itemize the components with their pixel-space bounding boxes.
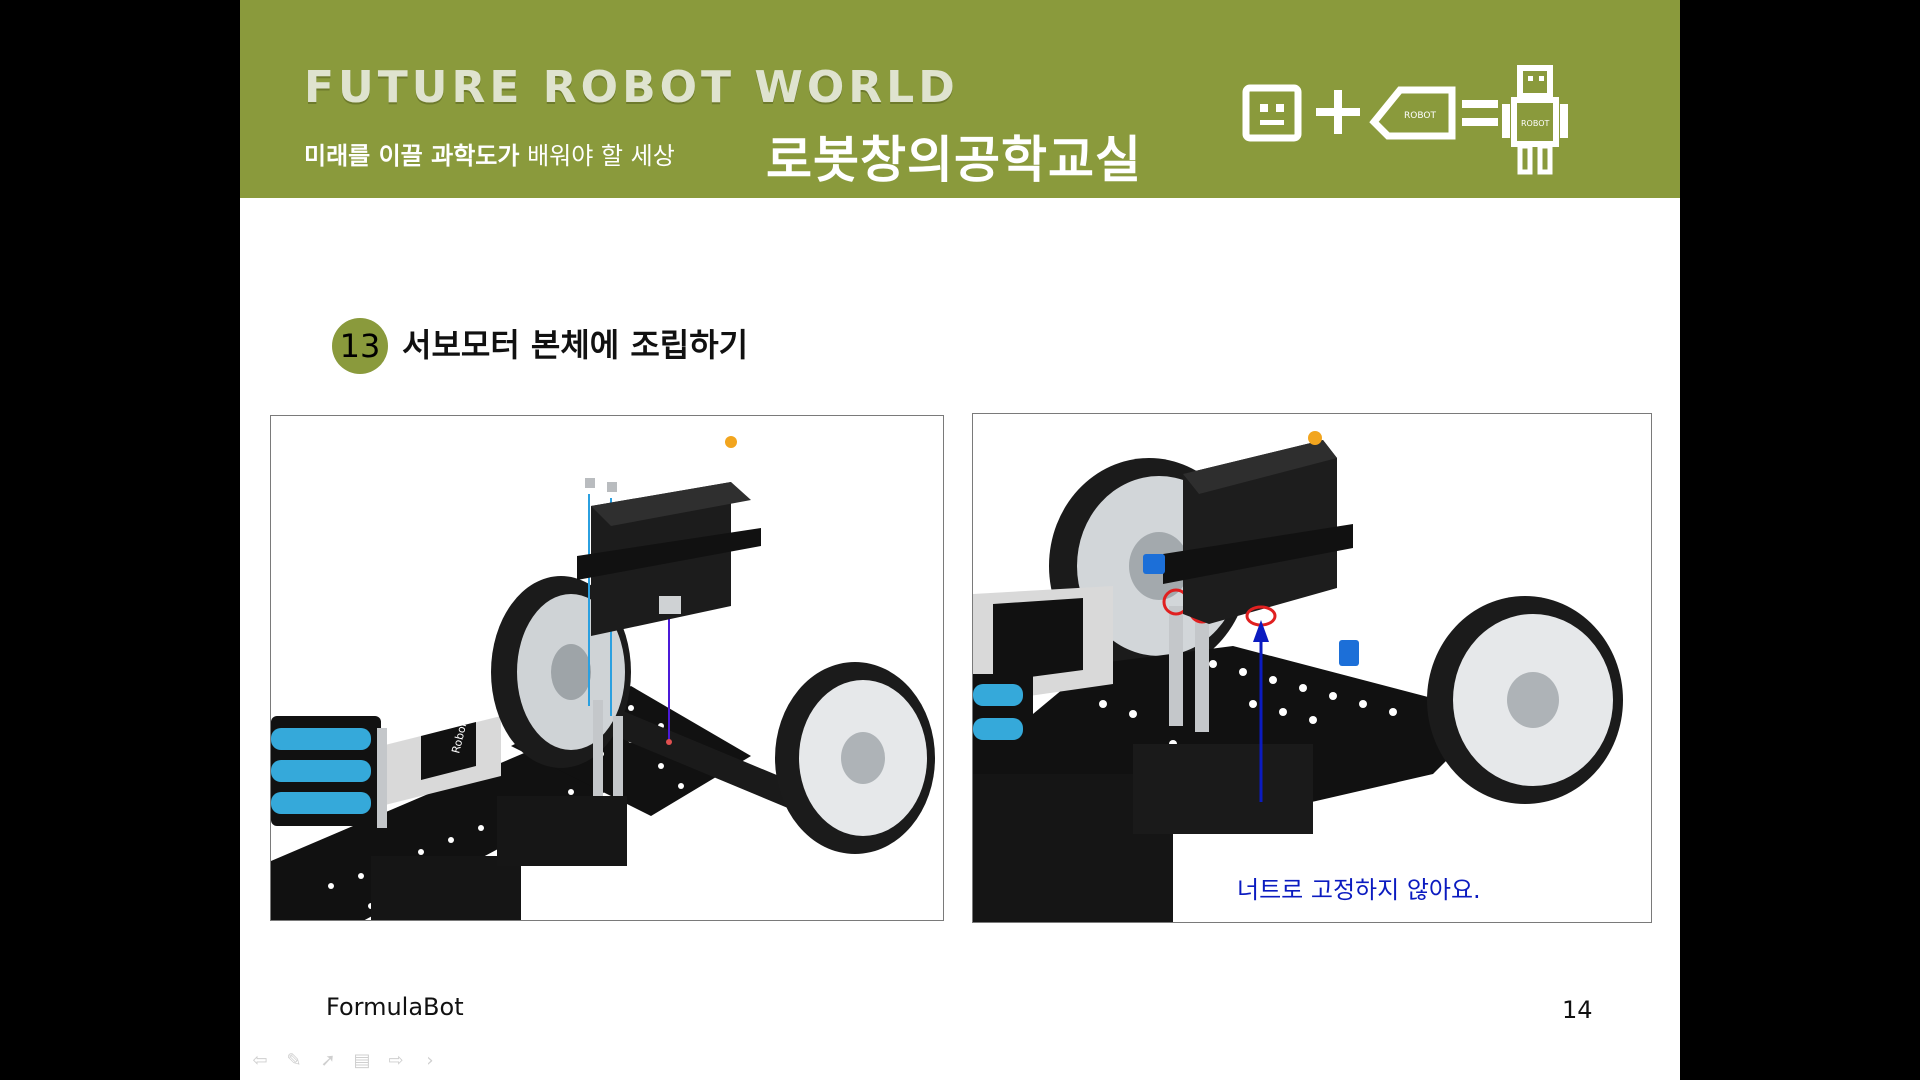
menu-icon[interactable]: ▤ (353, 1050, 371, 1071)
assembly-figure-right: 너트로 고정하지 않아요. (972, 413, 1652, 923)
servo-exploded-view: Roborobo (271, 436, 935, 920)
servo-mounted-view (973, 431, 1623, 922)
brand-subtitle: 미래를 이끌 과학도가 배워야 할 세상 (304, 136, 675, 171)
footer-project-name: FormulaBot (326, 993, 464, 1021)
page-number: 14 (1562, 996, 1593, 1024)
nut-note: 너트로 고정하지 않아요. (1237, 876, 1481, 904)
brand-subtitle-light: 배워야 할 세상 (519, 142, 675, 170)
course-title: 로봇창의공학교실 (766, 131, 1142, 189)
prev-arrow-icon[interactable]: ⇦ (252, 1050, 268, 1071)
slideshow-toolbar: ⇦ ✎ ➚ ▤ ⇨ › (250, 1050, 440, 1071)
logo-robot-label: ROBOT (1521, 119, 1550, 128)
pointer-icon[interactable]: ➚ (320, 1050, 336, 1071)
logo-box-label: ROBOT (1404, 111, 1436, 121)
brand-title: FUTURE ROBOT WORLD (304, 62, 959, 113)
next-arrow-icon[interactable]: ⇨ (388, 1050, 404, 1071)
assembly-figure-left: Roborobo (270, 415, 944, 921)
robot-formula-logo: ROBOT ROBOT (1242, 65, 1568, 175)
step-number-badge: 13 (332, 318, 388, 374)
header-banner: FUTURE ROBOT WORLD 미래를 이끌 과학도가 배워야 할 세상 … (240, 0, 1680, 198)
step-title: 서보모터 본체에 조립하기 (402, 326, 749, 364)
pen-icon[interactable]: ✎ (286, 1050, 302, 1071)
chevron-right-icon[interactable]: › (426, 1050, 434, 1071)
slide: FUTURE ROBOT WORLD 미래를 이끌 과학도가 배워야 할 세상 … (240, 0, 1680, 1080)
brand-subtitle-bold: 미래를 이끌 과학도가 (304, 142, 520, 170)
